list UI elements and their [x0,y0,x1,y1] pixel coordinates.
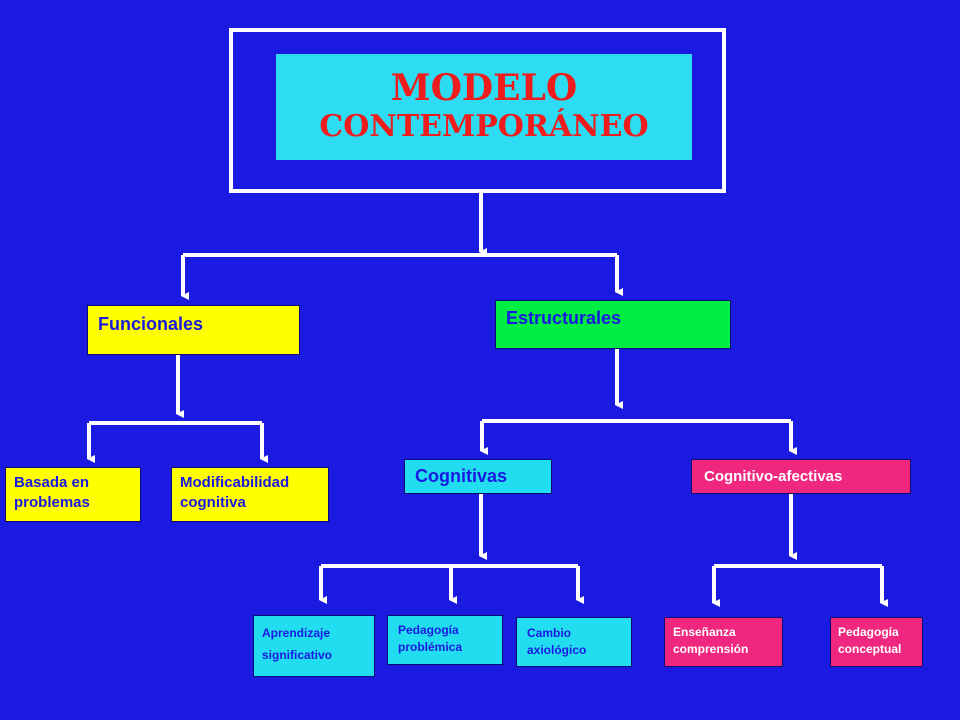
node-modif-line2: cognitiva [180,494,246,511]
node-ensenanza-line2: comprensión [673,642,749,656]
node-pedagogia-conc-line2: conceptual [838,642,902,656]
node-funcionales-label: Funcionales [98,314,204,334]
node-aprendizaje-line2: significativo [262,648,333,662]
node-pedagogia-conceptual: Pedagogía conceptual [830,617,923,667]
node-aprendizaje-line1: Aprendizaje [262,626,331,640]
node-estructurales-label: Estructurales [506,308,622,328]
node-ensenanza-comprension: Enseñanza comprensión [664,617,783,667]
node-aprendizaje-significativo: Aprendizaje significativo [253,615,375,677]
title-line-contemporaneo: CONTEMPORÁNEO [319,109,649,144]
node-pedagogia-prob-line2: problémica [398,640,463,654]
node-cognitivo-afectivas-label: Cognitivo-afectivas [704,468,843,485]
node-pedagogia-prob-line1: Pedagogía [398,623,459,637]
node-cognitivas-label: Cognitivas [415,466,508,486]
node-cognitivo-afectivas: Cognitivo-afectivas [691,459,911,494]
node-modificabilidad-cognitiva: Modificabilidad cognitiva [171,467,329,522]
title-line-modelo: MODELO [390,67,578,109]
node-basada-line2: problemas [14,494,90,511]
node-ensenanza-line1: Enseñanza [673,625,736,639]
node-estructurales: Estructurales [495,300,731,349]
title-frame [229,28,726,193]
node-pedagogia-conc-line1: Pedagogía [838,625,899,639]
node-basada-en-problemas: Basada en problemas [5,467,141,522]
title-box: MODELO CONTEMPORÁNEO [276,54,692,160]
node-funcionales: Funcionales [87,305,300,355]
node-pedagogia-problemica: Pedagogía problémica [387,615,503,665]
node-cambio-axiologico: Cambio axiológico [516,617,632,667]
node-basada-line1: Basada en [14,474,90,491]
node-cambio-line2: axiológico [527,643,587,657]
node-cognitivas: Cognitivas [404,459,552,494]
node-modif-line1: Modificabilidad [180,474,290,491]
node-cambio-line1: Cambio [527,626,572,640]
